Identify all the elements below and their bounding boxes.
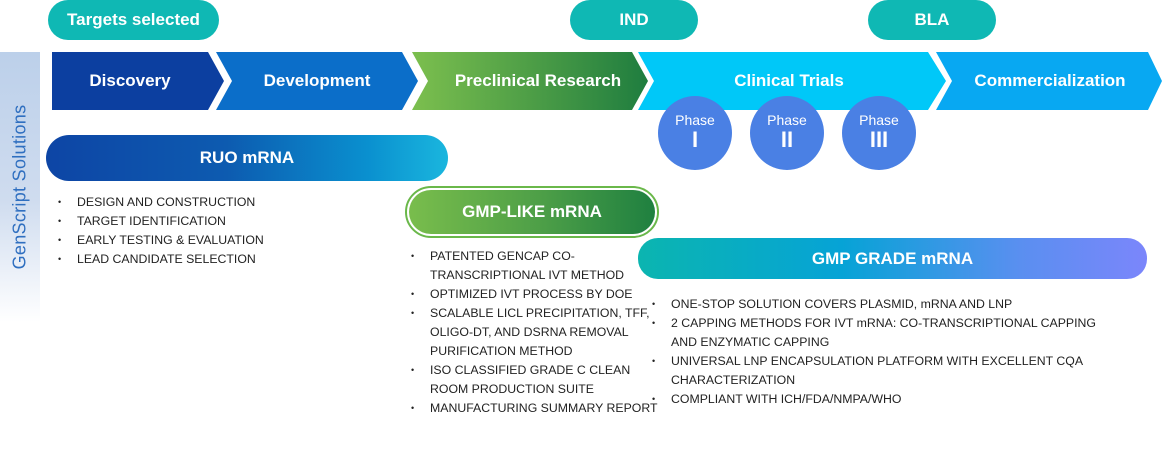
ruo-mrna-title: RUO mRNA [199,148,295,167]
phase-numeral: II [780,127,794,152]
stage-clinical-trials: Clinical Trials [734,71,844,90]
stage-arrow-discovery [52,52,224,110]
gmp-like-mrna-pill: GMP-LIKE mRNA [409,190,655,234]
stage-development: Development [263,71,371,90]
phase-3-circle: Phase III [842,96,916,170]
sidebar: GenScript Solutions [0,52,40,322]
list-item: 2 CAPPING METHODS FOR IVT mRNA: CO-TRANS… [640,314,1120,352]
stage-arrow-commercialization [936,52,1162,110]
gmp-like-mrna-banner: GMP-LIKE mRNA [405,186,659,238]
stage-commercialization: Commercialization [974,71,1126,90]
stage-arrow-development [216,52,418,110]
stage-preclinical-research: Preclinical Research [454,71,622,90]
phase-numeral: I [691,127,699,152]
phase-2-circle: Phase II [750,96,824,170]
gmp-grade-mrna-features: ONE-STOP SOLUTION COVERS PLASMID, mRNA A… [640,295,1120,409]
stage-discovery: Discovery [89,71,171,90]
list-item: PATENTED GENCAP CO-TRANSCRIPTIONAL IVT M… [399,247,659,285]
list-item: LEAD CANDIDATE SELECTION [46,250,264,269]
ruo-mrna-features: DESIGN AND CONSTRUCTION TARGET IDENTIFIC… [46,193,264,269]
phase-word: Phase [675,112,715,128]
stage-arrow-clinical [638,52,946,110]
ruo-mrna-banner: RUO mRNA [46,135,448,181]
phase-word: Phase [767,112,807,128]
gmp-like-mrna-title: GMP-LIKE mRNA [462,202,602,221]
list-item: COMPLIANT WITH ICH/FDA/NMPA/WHO [640,390,1120,409]
list-item: UNIVERSAL LNP ENCAPSULATION PLATFORM WIT… [640,352,1120,390]
list-item: DESIGN AND CONSTRUCTION [46,193,264,212]
milestone-ind: IND [570,0,698,40]
list-item: ONE-STOP SOLUTION COVERS PLASMID, mRNA A… [640,295,1120,314]
list-item: TARGET IDENTIFICATION [46,212,264,231]
list-item: ISO CLASSIFIED GRADE C CLEAN ROOM PRODUC… [399,361,659,399]
phase-word: Phase [859,112,899,128]
gmp-grade-mrna-banner: GMP GRADE mRNA [638,238,1147,279]
list-item: EARLY TESTING & EVALUATION [46,231,264,250]
phase-numeral: III [869,127,889,152]
list-item: MANUFACTURING SUMMARY REPORT [399,399,659,418]
list-item: OPTIMIZED IVT PROCESS BY DOE [399,285,659,304]
milestone-targets-selected: Targets selected [48,0,219,40]
list-item: SCALABLE LICL PRECIPITATION, TFF, OLIGO-… [399,304,659,361]
milestone-bla: BLA [868,0,996,40]
gmp-grade-mrna-title: GMP GRADE mRNA [811,248,974,268]
gmp-like-mrna-features: PATENTED GENCAP CO-TRANSCRIPTIONAL IVT M… [399,247,659,418]
stage-arrow-preclinical [412,52,648,110]
phase-1-circle: Phase I [658,96,732,170]
